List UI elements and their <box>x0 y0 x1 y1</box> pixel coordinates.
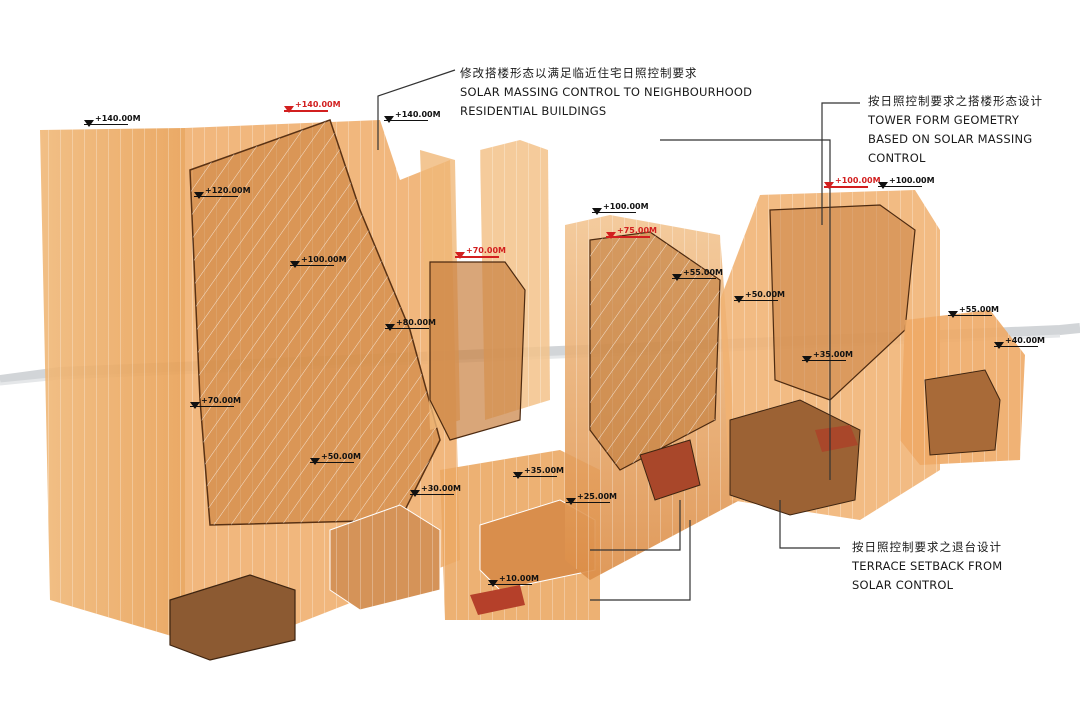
level-label: +10.00M <box>499 574 539 583</box>
level-label: +50.00M <box>745 290 785 299</box>
level-label: +30.00M <box>421 484 461 493</box>
annotation-en-line2: BASED ON SOLAR MASSING <box>868 130 1043 149</box>
level-label: +100.00M <box>301 255 347 264</box>
annotation-cn: 按日照控制要求之退台设计 <box>852 538 1002 557</box>
level-label: +50.00M <box>321 452 361 461</box>
annotation-solar-massing: 修改搭楼形态以满足临近住宅日照控制要求 SOLAR MASSING CONTRO… <box>460 64 752 121</box>
level-marker: +100.00M <box>878 176 935 189</box>
level-marker: +100.00M <box>290 255 347 268</box>
level-label: +35.00M <box>813 350 853 359</box>
level-label: +80.00M <box>396 318 436 327</box>
level-label: +70.00M <box>466 246 506 255</box>
level-label: +55.00M <box>959 305 999 314</box>
level-label: +140.00M <box>395 110 441 119</box>
tower-block-right <box>720 190 1025 520</box>
annotation-tower-form: 按日照控制要求之搭楼形态设计 TOWER FORM GEOMETRY BASED… <box>868 92 1043 168</box>
level-label: +140.00M <box>295 100 341 109</box>
annotation-en-line3: CONTROL <box>868 149 1043 168</box>
level-marker: +100.00M <box>592 202 649 215</box>
level-marker: +30.00M <box>410 484 461 497</box>
level-marker-red: +100.00M <box>824 176 881 189</box>
level-marker: +80.00M <box>385 318 436 331</box>
annotation-terrace-setback: 按日照控制要求之退台设计 TERRACE SETBACK FROM SOLAR … <box>852 538 1002 595</box>
level-label: +55.00M <box>683 268 723 277</box>
annotation-en-line2: RESIDENTIAL BUILDINGS <box>460 102 752 121</box>
level-label: +75.00M <box>617 226 657 235</box>
level-marker: +25.00M <box>566 492 617 505</box>
level-marker: +140.00M <box>384 110 441 123</box>
level-label: +100.00M <box>603 202 649 211</box>
level-label: +25.00M <box>577 492 617 501</box>
level-marker: +55.00M <box>672 268 723 281</box>
level-marker: +50.00M <box>734 290 785 303</box>
level-label: +120.00M <box>205 186 251 195</box>
level-marker: +10.00M <box>488 574 539 587</box>
level-label: +35.00M <box>524 466 564 475</box>
annotation-en-line1: TERRACE SETBACK FROM <box>852 557 1002 576</box>
annotation-cn: 修改搭楼形态以满足临近住宅日照控制要求 <box>460 64 752 83</box>
level-marker: +140.00M <box>84 114 141 127</box>
level-marker: +35.00M <box>513 466 564 479</box>
level-marker-red: +140.00M <box>284 100 341 113</box>
tower-block-left <box>40 120 460 660</box>
level-marker-red: +70.00M <box>455 246 506 259</box>
level-label: +40.00M <box>1005 336 1045 345</box>
level-label: +100.00M <box>889 176 935 185</box>
level-marker: +55.00M <box>948 305 999 318</box>
level-label: +100.00M <box>835 176 881 185</box>
level-marker: +35.00M <box>802 350 853 363</box>
level-label: +70.00M <box>201 396 241 405</box>
annotation-en-line1: TOWER FORM GEOMETRY <box>868 111 1043 130</box>
annotation-cn: 按日照控制要求之搭楼形态设计 <box>868 92 1043 111</box>
slender-towers-center <box>420 140 550 440</box>
level-marker-red: +75.00M <box>606 226 657 239</box>
level-marker: +40.00M <box>994 336 1045 349</box>
annotation-en-line2: SOLAR CONTROL <box>852 576 1002 595</box>
annotation-en-line1: SOLAR MASSING CONTROL TO NEIGHBOURHOOD <box>460 83 752 102</box>
level-marker: +70.00M <box>190 396 241 409</box>
level-label: +140.00M <box>95 114 141 123</box>
level-marker: +50.00M <box>310 452 361 465</box>
level-marker: +120.00M <box>194 186 251 199</box>
